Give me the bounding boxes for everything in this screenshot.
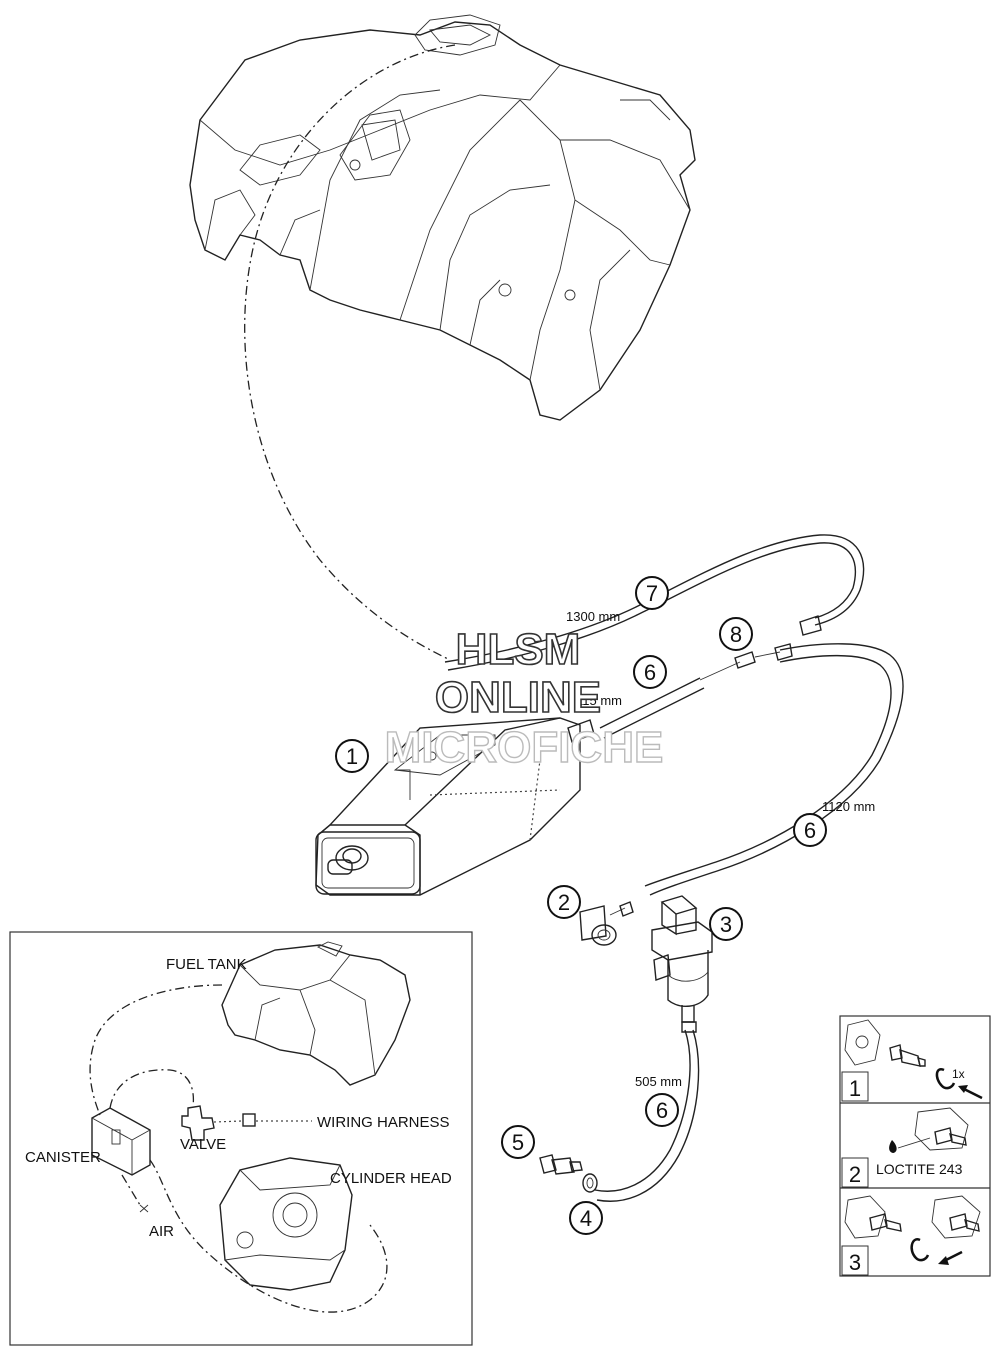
callout-label: 6 — [804, 818, 816, 843]
canister-illustration — [315, 717, 595, 896]
inset-frame — [9, 931, 473, 1346]
callout-label: 8 — [730, 622, 742, 647]
watermark-line3: MICROFICHE — [385, 723, 664, 772]
system-overview-inset: FUEL TANK CANISTER VALVE WIRING HARNESS … — [9, 931, 473, 1346]
valve-illustration — [651, 895, 713, 1023]
step-number: 2 — [849, 1162, 861, 1187]
step-1-part-icon — [844, 1019, 881, 1066]
step-number: 1 — [849, 1076, 861, 1101]
holder-illustration — [579, 901, 634, 946]
callout-3: 3 — [709, 907, 743, 941]
step-2: 2 LOCTITE 243 — [841, 1107, 969, 1188]
callout-label: 1 — [346, 744, 358, 769]
callout-label: 6 — [644, 660, 656, 685]
dimension-hose-6-lower: 505 mm — [635, 1074, 682, 1089]
callout-4: 4 — [569, 1201, 603, 1235]
step-1: 1 1x — [841, 1019, 983, 1102]
step-3: 3 — [841, 1195, 981, 1276]
callout-6-lower: 6 — [645, 1093, 679, 1127]
step-3-part-icon-b — [931, 1195, 981, 1239]
rotate-icon — [935, 1067, 956, 1090]
inset-valve-icon — [181, 1105, 215, 1141]
inset-label-cylinder-head: CYLINDER HEAD — [330, 1170, 452, 1187]
step-number: 3 — [849, 1250, 861, 1275]
callout-label: 2 — [558, 890, 570, 915]
callout-7: 7 — [635, 576, 669, 610]
fuel-tank-illustration — [189, 14, 696, 421]
inset-tank-icon — [221, 944, 411, 1086]
callout-label: 4 — [580, 1206, 592, 1231]
callout-label: 3 — [720, 912, 732, 937]
drop-icon — [889, 1140, 897, 1153]
hoses — [444, 534, 904, 1202]
callout-6-short: 6 — [633, 655, 667, 689]
step-note: LOCTITE 243 — [876, 1161, 963, 1177]
rotate-icon — [910, 1238, 930, 1262]
dimension-hose-7: 1300 mm — [566, 609, 620, 624]
inset-label-fuel-tank: FUEL TANK — [166, 956, 247, 973]
inset-label-canister: CANISTER — [25, 1149, 101, 1166]
watermark-line1: HLSM — [456, 625, 581, 674]
inset-label-air: AIR — [149, 1223, 174, 1240]
watermark-line2: ONLINE — [435, 673, 601, 722]
inset-label-valve: VALVE — [180, 1136, 226, 1153]
callout-label: 5 — [512, 1130, 524, 1155]
callout-6-long: 6 — [793, 813, 827, 847]
callout-1: 1 — [335, 739, 369, 773]
nozzle-illustration — [539, 1154, 583, 1175]
callout-label: 7 — [646, 581, 658, 606]
callout-2: 2 — [547, 885, 581, 919]
step-2-part-icon — [914, 1107, 969, 1151]
dimension-hose-6-short: 115 mm — [576, 693, 622, 708]
callout-label: 6 — [656, 1098, 668, 1123]
assembly-steps-panel: 1 1x 2 LOCTITE 243 3 — [839, 1015, 991, 1277]
inset-label-wiring-harness: WIRING HARNESS — [317, 1114, 450, 1131]
callout-8: 8 — [719, 617, 753, 651]
clamp-illustration — [582, 1173, 598, 1193]
dimension-hose-6-long: 1120 mm — [822, 799, 875, 814]
step-3-part-icon-a — [844, 1195, 886, 1239]
tank-vent-routing — [244, 44, 456, 661]
inset-connector-icon — [242, 1113, 256, 1127]
callout-5: 5 — [501, 1125, 535, 1159]
step-note: 1x — [952, 1067, 965, 1081]
